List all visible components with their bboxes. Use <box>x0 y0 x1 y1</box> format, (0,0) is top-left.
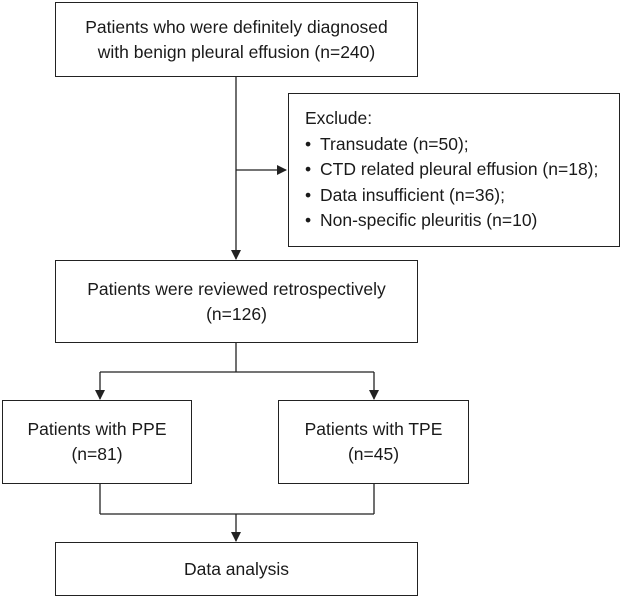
tpe-text-line2: (n=45) <box>347 444 400 464</box>
ppe-text-line1: Patients with PPE <box>27 419 167 439</box>
exclude-item-label: CTD related pleural effusion (n=18); <box>320 159 599 179</box>
reviewed-text-line2: (n=126) <box>206 303 267 324</box>
start-text-line1: Patients who were definitely diagnosed <box>85 16 388 37</box>
exclude-item-label: Data insufficient (n=36); <box>320 184 505 205</box>
start-box: Patients who were definitely diagnosed w… <box>55 2 418 77</box>
bullet-icon: • <box>305 159 312 179</box>
ppe-box: Patients with PPE (n=81) <box>2 400 192 484</box>
bullet-icon: • <box>305 133 312 154</box>
exclude-item: • CTD related pleural effusion (n=18); <box>305 157 619 183</box>
bullet-icon: • <box>305 210 312 230</box>
reviewed-text-line1: Patients were reviewed retrospectively <box>87 278 386 299</box>
exclude-item: • Non-specific pleuritis (n=10) <box>305 208 619 234</box>
exclude-item: • Transudate (n=50); <box>305 132 619 158</box>
start-text-line2: with benign pleural effusion (n=240) <box>97 41 376 62</box>
ppe-text-line2: (n=81) <box>71 444 123 464</box>
exclude-item: • Data insufficient (n=36); <box>305 183 619 209</box>
tpe-box: Patients with TPE (n=45) <box>278 400 469 484</box>
analysis-label: Data analysis <box>183 558 290 579</box>
exclude-box: Exclude: • Transudate (n=50); • CTD relate… <box>288 93 620 247</box>
exclude-heading: Exclude: <box>305 108 373 128</box>
reviewed-box: Patients were reviewed retrospectively (… <box>55 260 418 343</box>
exclude-item-label: Non-specific pleuritis (n=10) <box>320 210 538 230</box>
exclude-item-label: Transudate (n=50); <box>320 133 469 154</box>
exclude-list: • Transudate (n=50); • CTD related pleural… <box>305 132 619 234</box>
bullet-icon: • <box>305 184 312 205</box>
analysis-box: Data analysis <box>55 542 418 596</box>
tpe-text-line1: Patients with TPE <box>304 419 443 439</box>
